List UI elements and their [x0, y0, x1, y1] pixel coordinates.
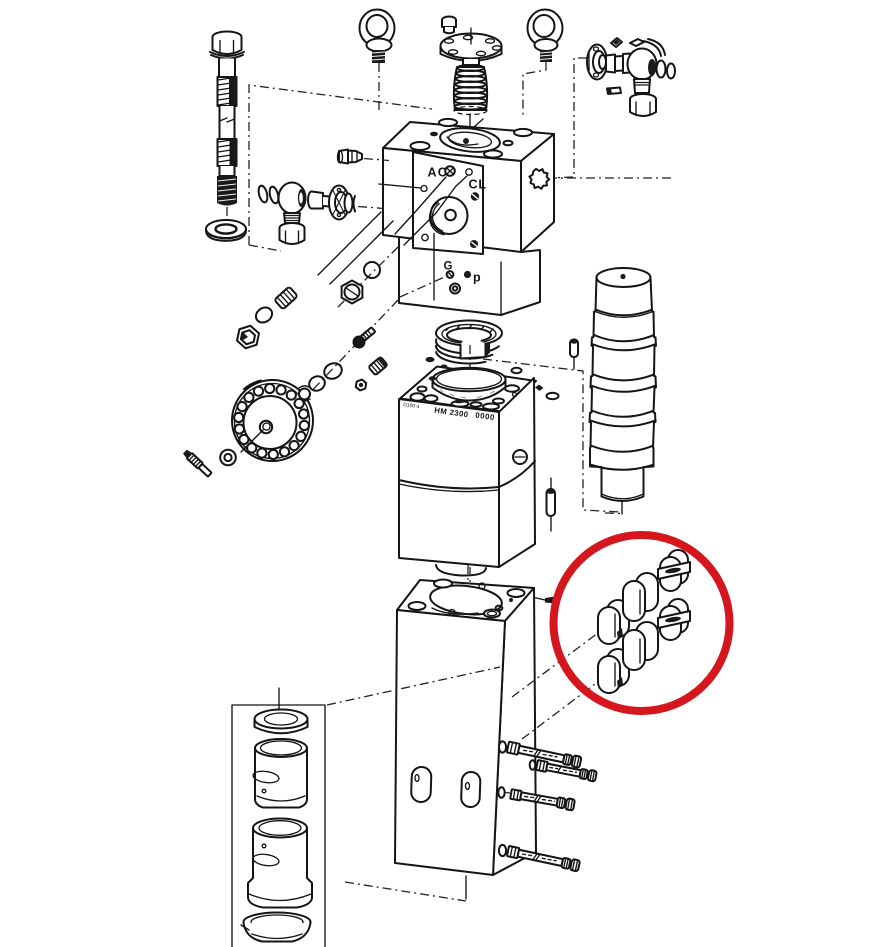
svg-text:AC: AC [428, 166, 448, 180]
svg-text:CL: CL [469, 178, 487, 192]
svg-text:p: p [473, 271, 481, 285]
svg-text:G: G [444, 261, 453, 273]
svg-text:D100 4: D100 4 [403, 402, 420, 410]
svg-text:0000: 0000 [475, 411, 496, 423]
